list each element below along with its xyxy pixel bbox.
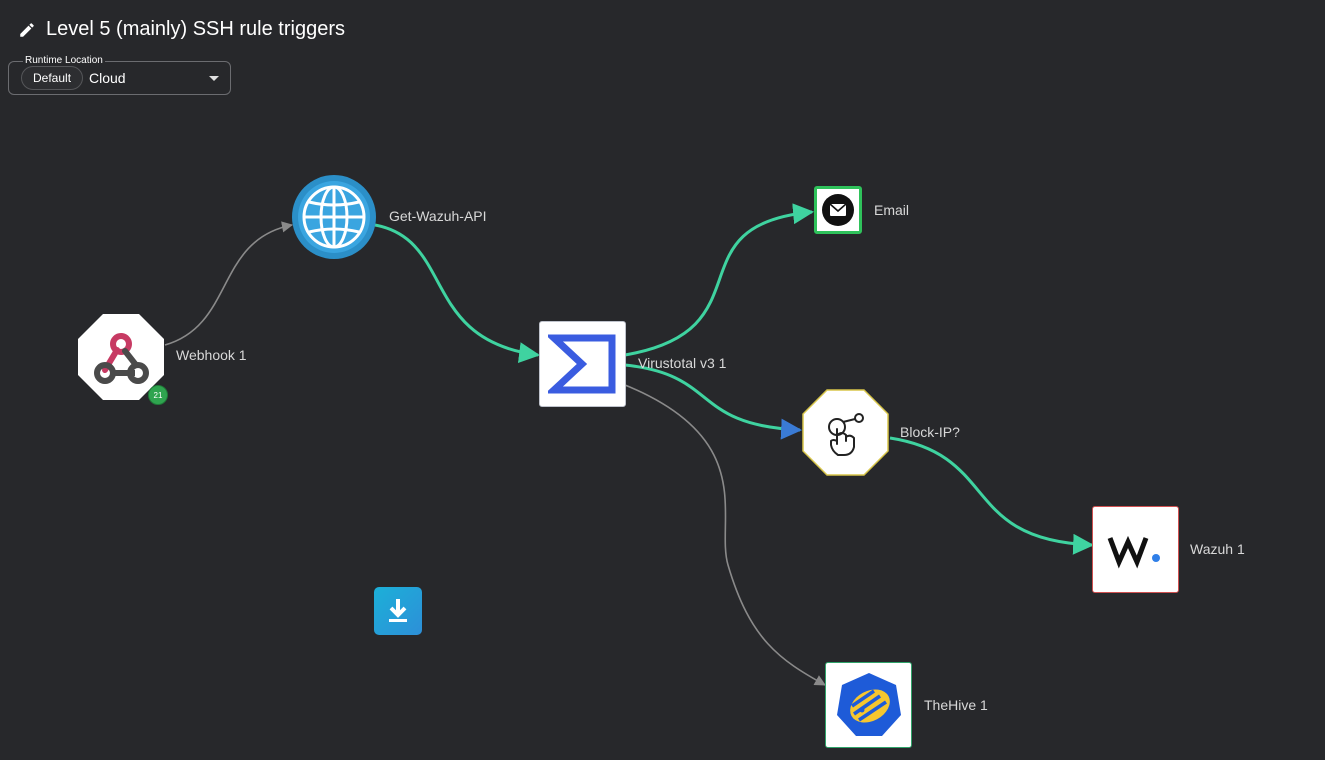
- edge-virustotal-to-email[interactable]: [624, 203, 815, 357]
- edge-virustotal-to-thehive[interactable]: [624, 384, 826, 686]
- globe-icon: [292, 175, 376, 259]
- thehive-bee-icon: [836, 673, 901, 736]
- webhook-node[interactable]: 21: [78, 314, 168, 405]
- runtime-location-legend: Runtime Location: [23, 54, 105, 68]
- runtime-location-value: Cloud: [89, 70, 126, 86]
- download-button[interactable]: [374, 587, 422, 635]
- get-wazuh-api-label: Get-Wazuh-API: [389, 208, 487, 224]
- webhook-label: Webhook 1: [176, 347, 247, 363]
- workflow-title[interactable]: Level 5 (mainly) SSH rule triggers: [46, 18, 345, 40]
- default-chip[interactable]: Default: [21, 66, 84, 90]
- get-wazuh-api-node[interactable]: [291, 174, 377, 260]
- edge-webhook-to-get-wazuh-api[interactable]: [164, 221, 294, 346]
- wazuh-label: Wazuh 1: [1190, 541, 1245, 557]
- virustotal-label: Virustotal v3 1: [638, 355, 727, 371]
- thehive-label: TheHive 1: [924, 697, 988, 713]
- tap-hand-icon: [802, 389, 889, 476]
- edge-virustotal-to-block-ip[interactable]: [624, 363, 803, 440]
- block-ip-node[interactable]: [802, 389, 889, 476]
- dropdown-arrow-icon[interactable]: [209, 76, 219, 81]
- execution-count-badge: 21: [148, 385, 168, 405]
- email-label: Email: [874, 202, 910, 218]
- wazuh-logo-icon: [1107, 535, 1160, 569]
- edge-block-ip-to-wazuh[interactable]: [889, 436, 1095, 555]
- wazuh-node[interactable]: [1092, 506, 1179, 593]
- edit-pencil-icon[interactable]: [18, 21, 36, 39]
- thehive-node[interactable]: [825, 662, 912, 748]
- email-icon: [822, 194, 854, 226]
- webhook-icon: [78, 314, 164, 400]
- virustotal-node[interactable]: [539, 321, 626, 407]
- email-node[interactable]: [814, 186, 862, 234]
- page-title: Level 5 (mainly) SSH rule triggers: [18, 18, 345, 41]
- download-icon: [389, 599, 407, 622]
- runtime-location-select[interactable]: Runtime Location Default Cloud: [8, 54, 231, 95]
- virustotal-sigma-icon: [547, 334, 615, 394]
- edge-get-wazuh-api-to-virustotal[interactable]: [374, 223, 541, 364]
- block-ip-label: Block-IP?: [900, 424, 960, 440]
